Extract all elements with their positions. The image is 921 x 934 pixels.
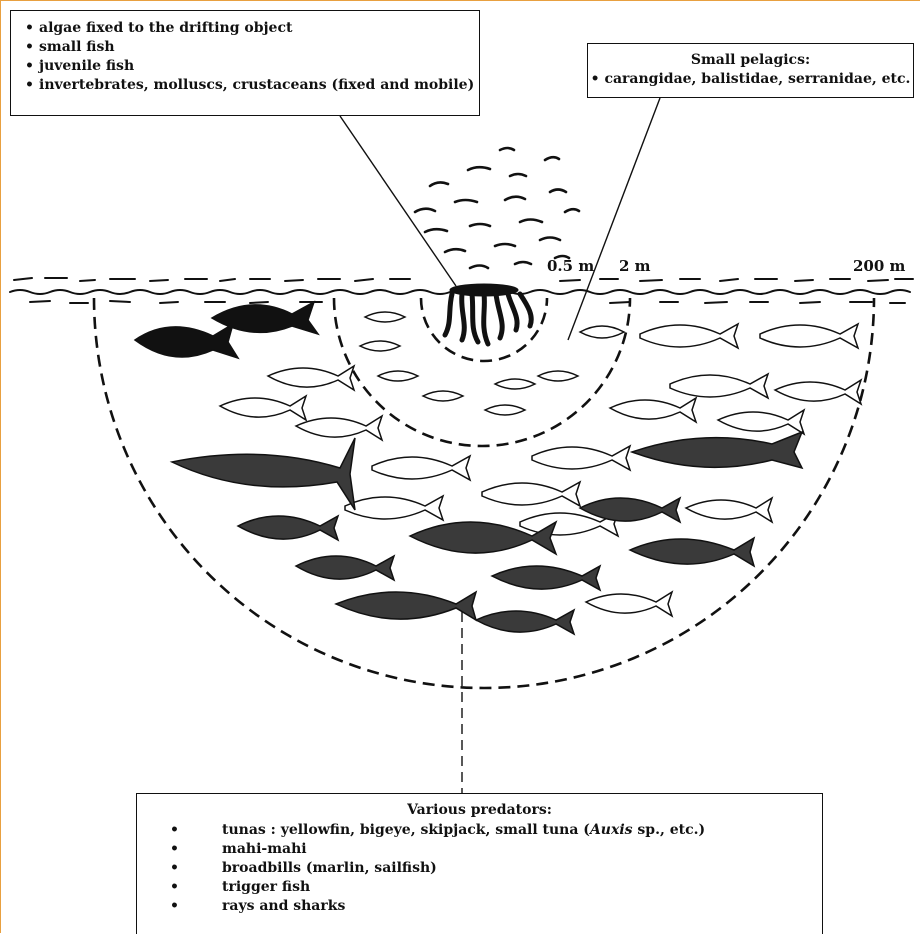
radius-label-2m: 2 m [619, 257, 651, 275]
small-pelagics-box: Small pelagics: • carangidae, balistidae… [587, 43, 914, 98]
predator-item: •mahi-mahi [137, 840, 822, 859]
predator-item: •broadbills (marlin, sailfish) [137, 859, 822, 878]
predator-item-tunas: •tunas : yellowfin, bigeye, skipjack, sm… [137, 821, 822, 840]
near-object-item: invertebrates, molluscs, crustaceans (fi… [25, 76, 479, 95]
drifting-object [445, 284, 531, 344]
near-object-box: algae fixed to the drifting object small… [10, 10, 480, 116]
fish-school [135, 302, 861, 634]
near-object-item: small fish [25, 38, 479, 57]
small-pelagics-item: • carangidae, balistidae, serranidae, et… [588, 70, 913, 89]
radius-label-200m: 200 m [853, 257, 905, 275]
radius-label-0-5m: 0.5 m [547, 257, 594, 275]
birds [415, 148, 579, 268]
predators-title: Various predators: [137, 801, 822, 820]
predator-item: •trigger fish [137, 878, 822, 897]
small-pelagics-title: Small pelagics: [588, 51, 913, 70]
near-object-item: algae fixed to the drifting object [25, 19, 479, 38]
predators-box: Various predators: •tunas : yellowfin, b… [136, 793, 823, 934]
predator-item: •rays and sharks [137, 897, 822, 916]
near-object-item: juvenile fish [25, 57, 479, 76]
